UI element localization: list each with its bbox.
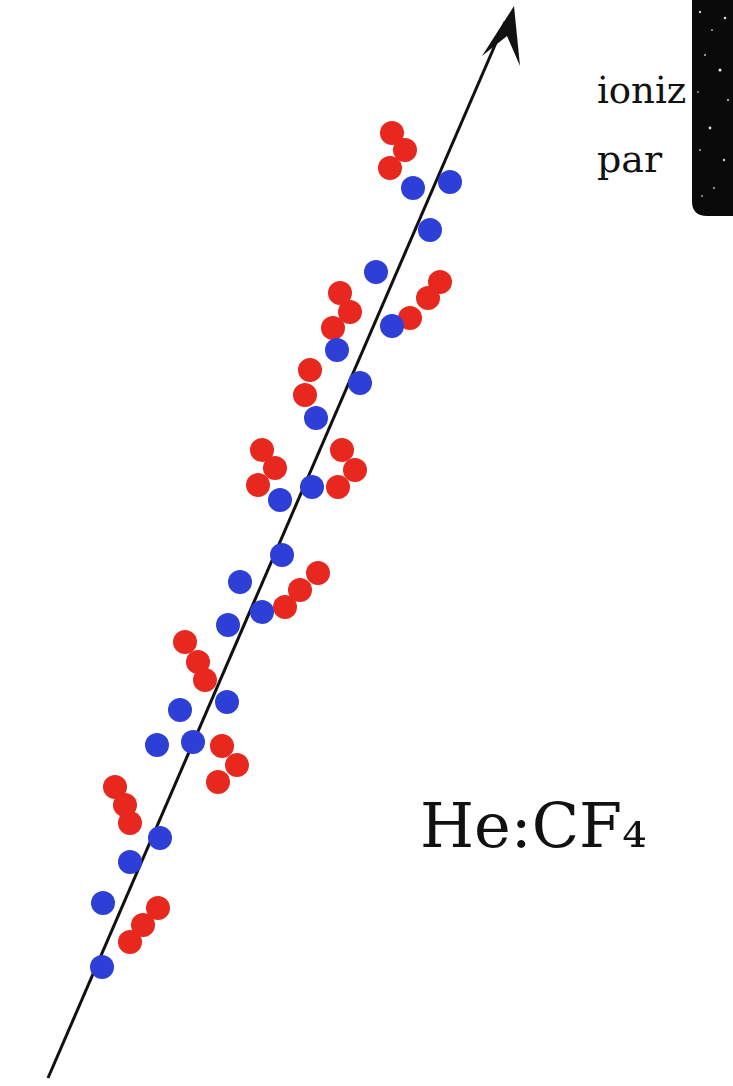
ion-dots xyxy=(103,121,452,954)
track-arrow xyxy=(48,6,520,1078)
text-label: par xyxy=(597,138,662,182)
text-label: He:CF₄ xyxy=(420,790,647,861)
detector-photo xyxy=(692,0,733,216)
text-label: ioniz xyxy=(597,70,686,113)
electron-dots xyxy=(90,170,462,979)
